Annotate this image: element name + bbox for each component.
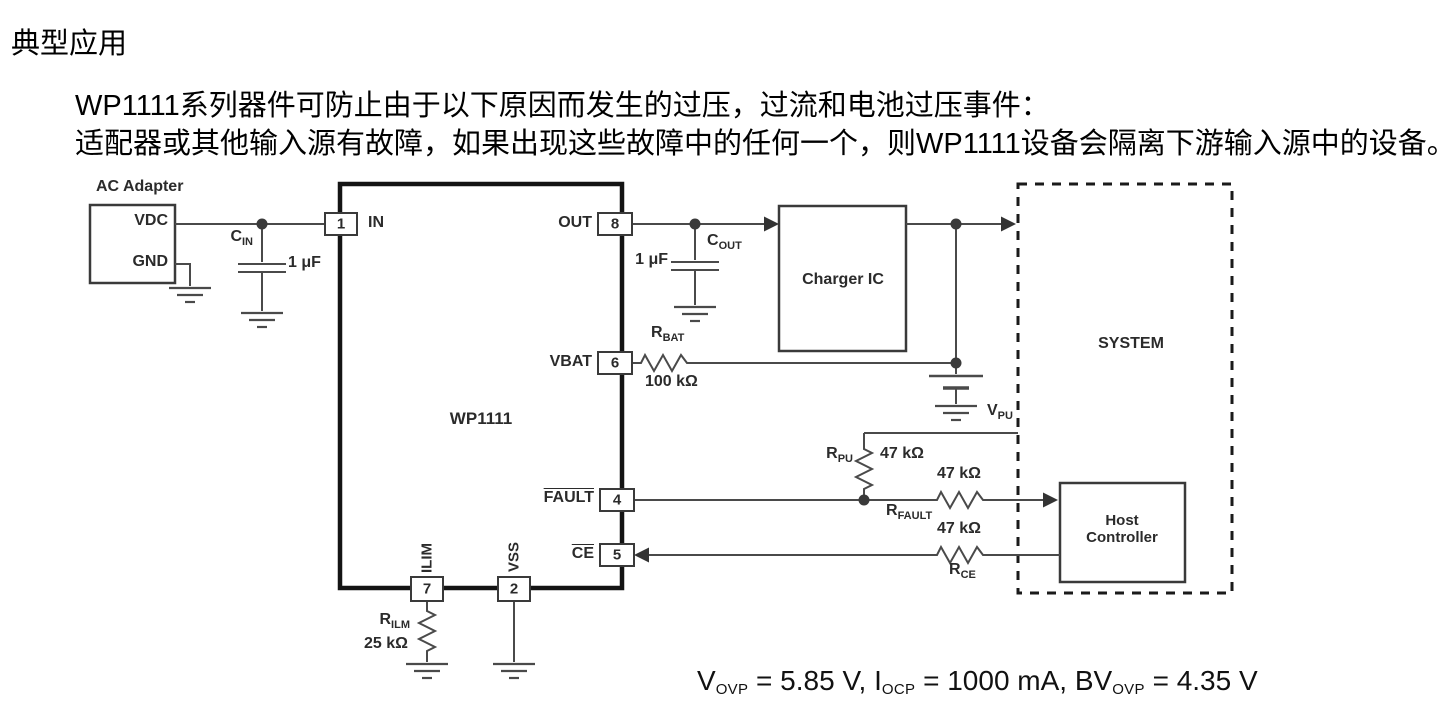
cin-junction-dot [256,218,268,230]
bvovp-term: BVOVP = 4.35 V [1074,665,1258,698]
pin-fault-label: FAULT [543,489,594,506]
rfault-ref-label: RFAULT [886,502,933,523]
wp1111-label: WP1111 [449,409,513,428]
description-line-1: WP1111系列器件可防止由于以下原因而发生的过压，过流和电池过压事件： [75,90,1050,122]
wires [175,223,1060,662]
rbat-resistor [636,354,692,372]
ac-adapter-box [88,203,177,285]
arrow-into-ce-pin [634,547,649,563]
pin-ce-label: CE [571,545,594,562]
pin-8-box [597,212,633,236]
rce-value-label: 47 kΩ [937,520,981,537]
cout-ref-label: COUT [707,232,742,253]
rpu-value-label: 47 kΩ [880,445,924,462]
gnd-label: GND [132,253,168,270]
arrow-into-system [1001,216,1016,232]
page-title: 典型应用 [11,28,128,60]
cin-ground-symbol [239,311,285,329]
pin-4-box [599,488,635,512]
pin-in-label: IN [368,214,384,231]
rce-ref-label: RCE [949,561,976,582]
cout-junction-dot [689,218,701,230]
pin-1-number: 1 [336,215,346,233]
wp1111-box [337,181,625,591]
operating-conditions: VOVP = 5.85 V, IOCP = 1000 mA, BVOVP = 4… [697,665,1258,698]
pin-7-box [410,576,444,602]
junction-dots [256,218,962,506]
pin-5-box [599,543,635,567]
pin-7-number: 7 [422,580,432,598]
adapter-ground-symbol [167,286,213,304]
pin-1-box [324,212,358,236]
rilm-resistor [418,607,436,655]
pin-4-number: 4 [612,491,622,509]
vdc-label: VDC [134,212,168,229]
pin-8-number: 8 [610,215,620,233]
fault-junction-dot [858,494,870,506]
battery-junction-dot [950,357,962,369]
pin-2-number: 2 [509,580,519,598]
cin-value-label: 1 μF [288,254,321,271]
vovp-term: VOVP = 5.85 V, [697,665,875,698]
rpu-ref-label: RPU [826,445,853,466]
rfault-resistor [932,491,988,509]
host-controller-box [1058,481,1187,584]
host-controller-label: Host Controller [1086,512,1158,546]
battery-ground-symbol [933,404,979,422]
adapter-gnd-wire [175,263,191,286]
system-label: SYSTEM [1098,335,1164,352]
iocp-term: IOCP = 1000 mA, [874,665,1075,698]
cout-value-label: 1 μF [635,251,668,268]
arrow-into-charger [764,216,779,232]
pin-out-label: OUT [558,214,592,231]
cout-ground-symbol [672,305,718,323]
host-controller-label-line2: Controller [1086,529,1158,546]
rilm-value-label: 25 kΩ [364,635,408,652]
rfault-value-label: 47 kΩ [937,465,981,482]
rpu-resistor [855,445,873,493]
pin-ilim-label: ILIM [418,543,436,573]
system-boundary-box [1016,182,1234,595]
arrow-into-host [1043,492,1058,508]
vpu-label: VPU [987,402,1013,423]
vss-ground-symbol [491,662,537,680]
charger-ic-label: Charger IC [802,271,884,288]
pin-5-number: 5 [612,546,622,564]
arrowheads [634,216,1058,563]
host-controller-label-line1: Host [1105,512,1139,529]
rilm-ref-label: RILM [379,611,410,632]
description-line-2: 适配器或其他输入源有故障，如果出现这些故障中的任何一个，则WP1111设备会隔离… [75,128,1451,160]
charger-ic-box [777,204,908,353]
pin-boxes [324,212,635,602]
pin-vbat-label: VBAT [549,353,592,370]
rbat-ref-label: RBAT [651,324,685,345]
pin-vss-label: VSS [505,541,523,573]
ac-adapter-label: AC Adapter [96,178,184,195]
cin-ref-label: CIN [230,228,253,249]
pin-2-box [497,576,531,602]
pin-6-box [597,351,633,375]
system-junction-dot [950,218,962,230]
rilm-ground-symbol [404,662,450,680]
rbat-value-label: 100 kΩ [645,373,698,390]
pin-6-number: 6 [610,354,620,372]
